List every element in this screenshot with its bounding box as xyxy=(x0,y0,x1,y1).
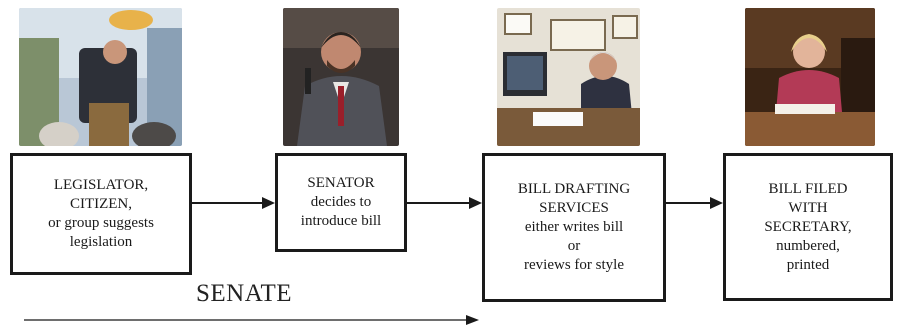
step-3-line-1: BILL DRAFTING xyxy=(517,181,631,197)
senate-progress-arrow xyxy=(24,313,480,331)
step-3-line-4: or xyxy=(567,238,581,254)
step-4-line-5: printed xyxy=(786,256,830,273)
step-1-line-1: LEGISLATOR, xyxy=(53,177,149,193)
senator-speaking-photo xyxy=(283,8,399,146)
secretary-at-desk-photo xyxy=(745,8,875,146)
step-2-line-1: SENATOR xyxy=(307,175,375,191)
step-2-line-2: decides to xyxy=(310,194,372,210)
senate-label: SENATE xyxy=(196,280,293,307)
step-2-line-3: introduce bill xyxy=(300,213,382,229)
step-3-line-2: SERVICES xyxy=(539,200,609,216)
step-box-bill-drafting: BILL DRAFTING SERVICES either writes bil… xyxy=(482,153,666,302)
step-1-line-2: CITIZEN, xyxy=(69,196,133,212)
arrow-senator-to-drafting xyxy=(407,196,483,210)
step-4-line-4: numbered, xyxy=(776,237,840,254)
step-3-line-3: either writes bill xyxy=(524,219,624,235)
step-4-line-2: WITH xyxy=(788,199,828,216)
step-box-senator: SENATOR decides to introduce bill xyxy=(275,153,407,252)
step-1-line-4: legislation xyxy=(69,234,133,250)
step-3-line-5: reviews for style xyxy=(524,257,624,273)
step-box-bill-filed: BILL FILED WITH SECRETARY, numbered, pri… xyxy=(723,153,893,301)
bill-drafting-office-photo xyxy=(497,8,640,146)
arrow-legislator-to-senator xyxy=(192,196,276,210)
legislator-at-podium-photo xyxy=(19,8,182,146)
step-box-legislator: LEGISLATOR, CITIZEN, or group suggests l… xyxy=(10,153,192,275)
arrow-drafting-to-filed xyxy=(666,196,724,210)
step-4-line-3: SECRETARY, xyxy=(764,218,852,235)
step-4-line-1: BILL FILED xyxy=(768,180,848,197)
step-1-line-3: or group suggests xyxy=(48,215,154,231)
